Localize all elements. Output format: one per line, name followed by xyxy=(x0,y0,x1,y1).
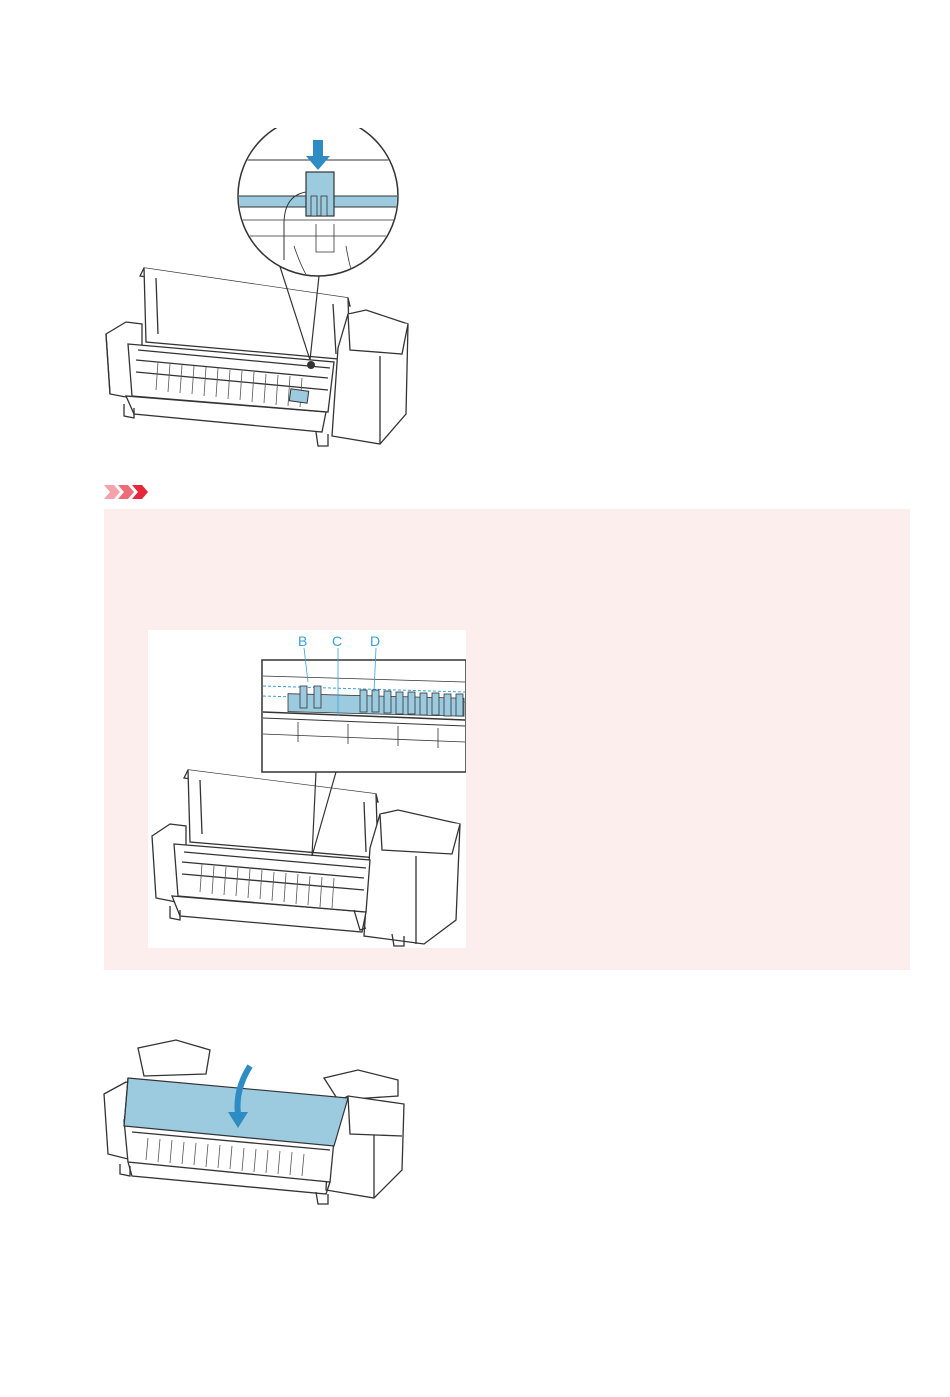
printer-figure-press-down xyxy=(98,128,420,450)
highlighted-part xyxy=(289,389,308,403)
important-icon xyxy=(104,483,152,501)
printer-figure-labeled-parts: B C D xyxy=(148,630,466,948)
magnified-view: B C D xyxy=(262,633,466,772)
label-b: B xyxy=(298,633,307,649)
printer-illustration xyxy=(106,268,408,446)
label-c: C xyxy=(332,633,342,649)
magnified-view xyxy=(228,128,408,278)
printer-illustration xyxy=(152,770,460,946)
label-d: D xyxy=(370,633,380,649)
printer-figure-close-cover xyxy=(98,1036,420,1208)
important-note-box: B C D xyxy=(104,509,910,970)
